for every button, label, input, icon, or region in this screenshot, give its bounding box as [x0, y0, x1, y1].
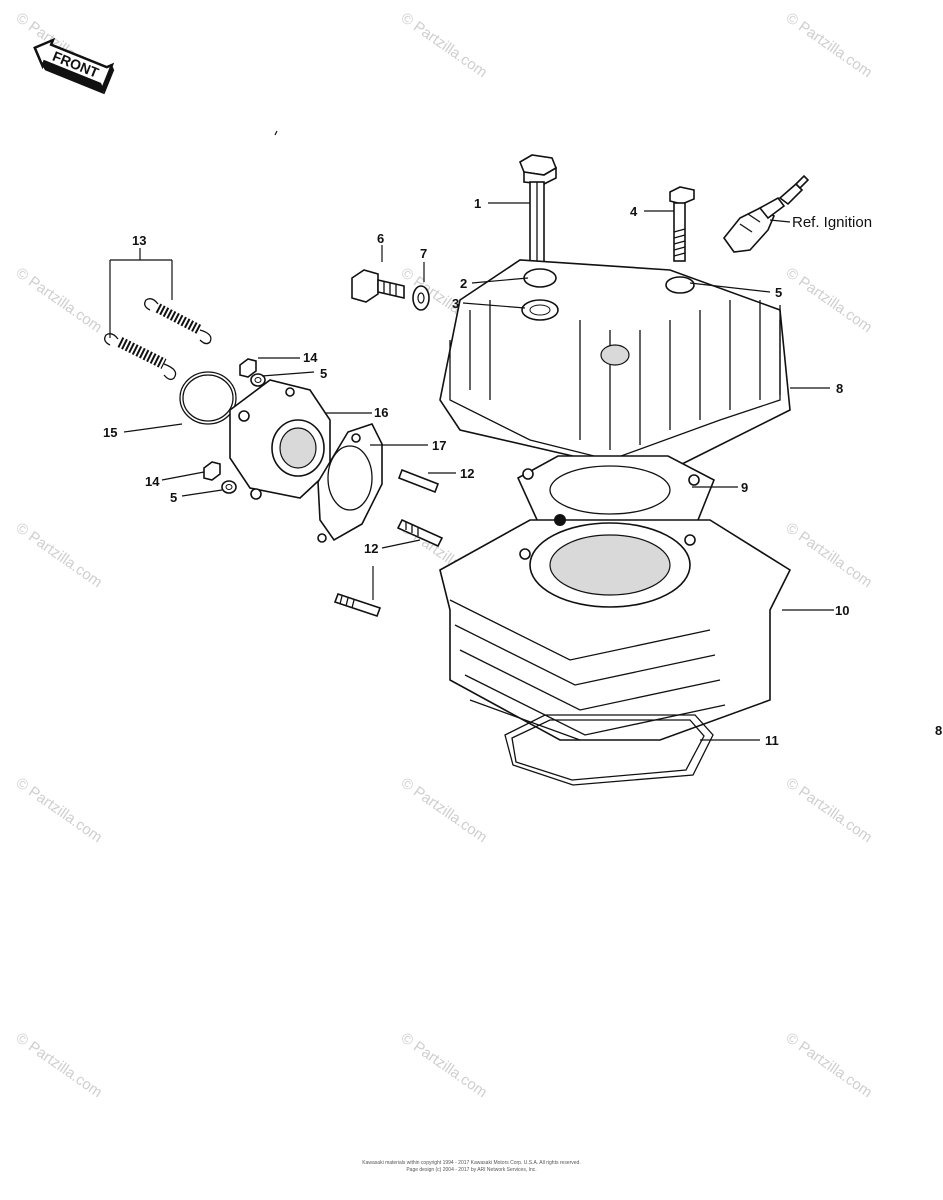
watermark: © Partzilla.com: [783, 1029, 876, 1101]
watermark: © Partzilla.com: [13, 774, 106, 846]
part-6-bolt: [351, 269, 405, 303]
part-4-bolt: [669, 186, 695, 262]
watermark: © Partzilla.com: [398, 1029, 491, 1101]
watermark: © Partzilla.com: [13, 264, 106, 336]
watermark: © Partzilla.com: [783, 519, 876, 591]
callout-1: 1: [474, 196, 481, 211]
part-15-o-ring: [179, 371, 237, 425]
callout-5-head: 5: [775, 285, 782, 300]
callout-4: 4: [630, 204, 638, 219]
part-10-cylinder: [439, 514, 792, 741]
callout-15: 15: [103, 425, 117, 440]
callout-5-upper: 5: [320, 366, 327, 381]
watermark: © Partzilla.com: [13, 1029, 106, 1101]
watermark: © Partzilla.com: [783, 774, 876, 846]
part-8-cylinder-head: [439, 259, 791, 471]
callout-14-lower: 14: [145, 474, 160, 489]
watermark: © Partzilla.com: [13, 519, 106, 591]
callout-12-lower: 12: [364, 541, 378, 556]
part-13-springs: [104, 298, 212, 381]
callout-7: 7: [420, 246, 427, 261]
callout-13: 13: [132, 233, 146, 248]
callout-2: 2: [460, 276, 467, 291]
corner-mark: 8: [935, 723, 942, 738]
part-14-nut-upper: [239, 358, 257, 378]
callout-5-lower: 5: [170, 490, 177, 505]
callout-16: 16: [374, 405, 388, 420]
watermark: © Partzilla.com: [398, 9, 491, 81]
part-12-stud-middle: [396, 518, 444, 548]
part-11-base-gasket: [504, 714, 714, 786]
callout-11: 11: [765, 733, 779, 748]
watermark: © Partzilla.com: [398, 774, 491, 846]
callout-3: 3: [452, 296, 459, 311]
watermark: © Partzilla.com: [783, 9, 876, 81]
callout-6: 6: [377, 231, 384, 246]
part-7-washer: [412, 285, 430, 311]
callout-9: 9: [741, 480, 748, 495]
callout-14-upper: 14: [303, 350, 318, 365]
copyright-line-2: Page design (c) 2004 - 2017 by ARI Netwo…: [406, 1167, 537, 1173]
copyright-line-1: Kawasaki materials within copyright 1994…: [362, 1160, 581, 1166]
part-14-nut-lower: [203, 461, 221, 481]
callout-17: 17: [432, 438, 446, 453]
ref-ignition-label: Ref. Ignition: [792, 214, 872, 231]
front-arrow-icon: FRONT: [33, 37, 115, 95]
stray-mark: [274, 130, 278, 136]
callout-12-upper: 12: [460, 466, 474, 481]
part-9-head-gasket: [516, 455, 716, 537]
callout-8: 8: [836, 381, 843, 396]
part-1-head-bolt: [519, 154, 557, 273]
callout-labels: 1 2 3 4 5 5 5 6 7 8 9 10 11 12 12 13 14 …: [103, 196, 942, 748]
leader-lines: [109, 202, 834, 741]
part-17-gasket: [317, 423, 383, 543]
watermark: © Partzilla.com: [783, 264, 876, 336]
part-16-intake-housing: [229, 379, 331, 500]
part-12-stud-lower: [333, 592, 382, 618]
part-12-stud-upper: [397, 468, 440, 494]
callout-10: 10: [835, 603, 849, 618]
spark-plug-icon: [722, 174, 810, 253]
